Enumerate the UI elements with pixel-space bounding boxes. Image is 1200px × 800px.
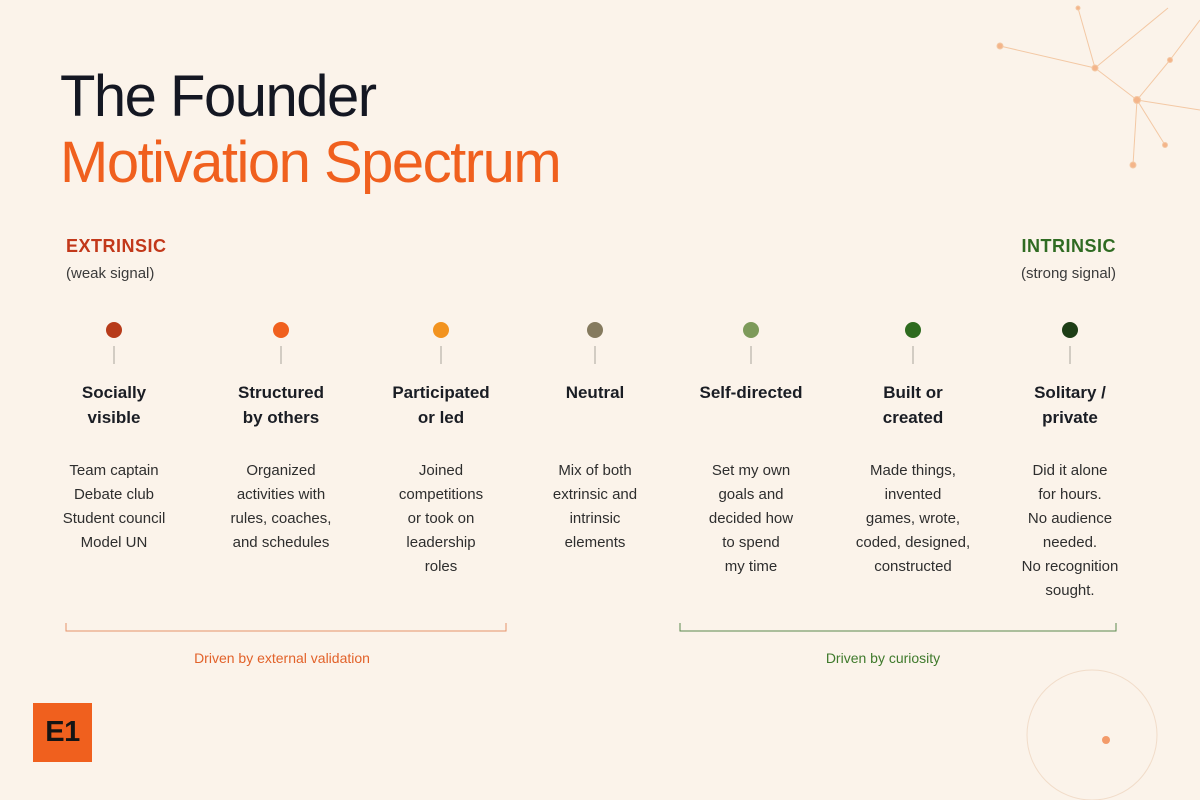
stage-description-line: to spend: [722, 534, 780, 551]
stage-title-line: Neutral: [565, 383, 625, 402]
stage-title-line: Socially: [81, 383, 147, 402]
stage-title-line: created: [882, 408, 944, 427]
circle-decoration: [1026, 669, 1158, 800]
stage-description: Set my own goals and decided how to spend my…: [676, 459, 826, 579]
stage-title-line: Built or: [883, 383, 943, 402]
stage-description-line: intrinsic: [569, 510, 621, 527]
spectrum-dot-1: [106, 322, 122, 338]
spectrum-dot-5: [743, 322, 759, 338]
stage-description-line: constructed: [874, 558, 952, 575]
intrinsic-end-label: INTRINSIC (strong signal): [1021, 236, 1116, 282]
stage-title-line: visible: [87, 408, 141, 427]
stage-description-line: leadership: [406, 534, 476, 551]
stage-title: Socially visible: [39, 380, 189, 430]
stage-title: Neutral: [520, 380, 670, 430]
stage-description-line: sought.: [1045, 582, 1095, 599]
stage-description: Did it alone for hours. No audience needed.…: [995, 459, 1145, 603]
spectrum-dot-4: [587, 322, 603, 338]
stage-description-line: Mix of both: [558, 462, 632, 479]
e1-logo: E1: [33, 703, 92, 762]
stage-description-line: rules, coaches,: [230, 510, 332, 527]
stage-description-line: Set my own: [711, 462, 791, 479]
stage-description-line: extrinsic and: [552, 486, 638, 503]
stage-description-line: games, wrote,: [865, 510, 961, 527]
stage-description-line: coded, designed,: [855, 534, 971, 551]
bracket-left-label: Driven by external validation: [194, 650, 370, 666]
spectrum-dot-2: [273, 322, 289, 338]
stage-title: Solitary / private: [995, 380, 1145, 430]
stage-description-line: Joined: [418, 462, 464, 479]
stage-description-line: Team captain: [69, 462, 159, 479]
stage-description-line: needed.: [1042, 534, 1098, 551]
stage-description-line: Did it alone: [1032, 462, 1108, 479]
stage-title-line: Solitary /: [1034, 383, 1106, 402]
extrinsic-sublabel: (weak signal): [66, 265, 155, 282]
stage-description-line: Student council: [62, 510, 166, 527]
spectrum-dot-6: [905, 322, 921, 338]
stage-title-line: Participated: [392, 383, 490, 402]
stage-description-line: goals and: [718, 486, 784, 503]
stage-description-line: or took on: [407, 510, 475, 527]
bracket-right-label: Driven by curiosity: [825, 650, 941, 666]
stage-title-line: by others: [242, 408, 320, 427]
stage-title: Structured by others: [206, 380, 356, 430]
stage-description-line: activities with: [236, 486, 326, 503]
stage-description-line: competitions: [398, 486, 484, 503]
stage-description-line: No recognition: [1021, 558, 1119, 575]
stage-title-line: or led: [417, 408, 465, 427]
stage-description-line: decided how: [708, 510, 794, 527]
stage-title-line: private: [1042, 408, 1098, 427]
stage-description-line: invented: [884, 486, 942, 503]
stage-description: Organized activities with rules, coaches, a…: [206, 459, 356, 555]
title-line-2: Motivation Spectrum: [60, 130, 562, 195]
extrinsic-label: EXTRINSIC: [66, 236, 167, 256]
stage-description-line: roles: [424, 558, 458, 575]
page-title: The Founder Motivation Spectrum: [60, 64, 562, 195]
title-line-1: The Founder: [60, 64, 377, 129]
stage-description-line: Debate club: [73, 486, 155, 503]
intrinsic-sublabel: (strong signal): [1020, 265, 1116, 282]
stage-description-line: my time: [724, 558, 778, 575]
stage-title: Self-directed: [676, 380, 826, 430]
stage-title: Participated or led: [366, 380, 516, 430]
stage-description-line: for hours.: [1038, 486, 1102, 503]
stage-description-line: Organized: [246, 462, 316, 479]
bracket-right: [679, 623, 1117, 632]
stage-description: Made things, invented games, wrote, coded, …: [838, 459, 988, 579]
stage-description-line: elements: [564, 534, 626, 551]
spectrum-dot-3: [433, 322, 449, 338]
network-decoration: [996, 5, 1200, 169]
stage-description-line: Made things,: [870, 462, 956, 479]
stage-description-line: No audience: [1027, 510, 1113, 527]
stage-title-line: Structured: [238, 383, 324, 402]
stage-description: Joined competitions or took on leadership ro…: [366, 459, 516, 579]
stage-description-line: Model UN: [80, 534, 148, 551]
stage-title: Built or created: [838, 380, 988, 430]
stage-title-line: Self-directed: [699, 383, 803, 402]
stage-description: Mix of both extrinsic and intrinsic element…: [520, 459, 670, 555]
stage-description-line: and schedules: [232, 534, 330, 551]
intrinsic-label: INTRINSIC: [1021, 236, 1116, 256]
spectrum-dot-7: [1062, 322, 1078, 338]
extrinsic-end-label: EXTRINSIC (weak signal): [66, 236, 167, 282]
bracket-left: [65, 623, 507, 632]
